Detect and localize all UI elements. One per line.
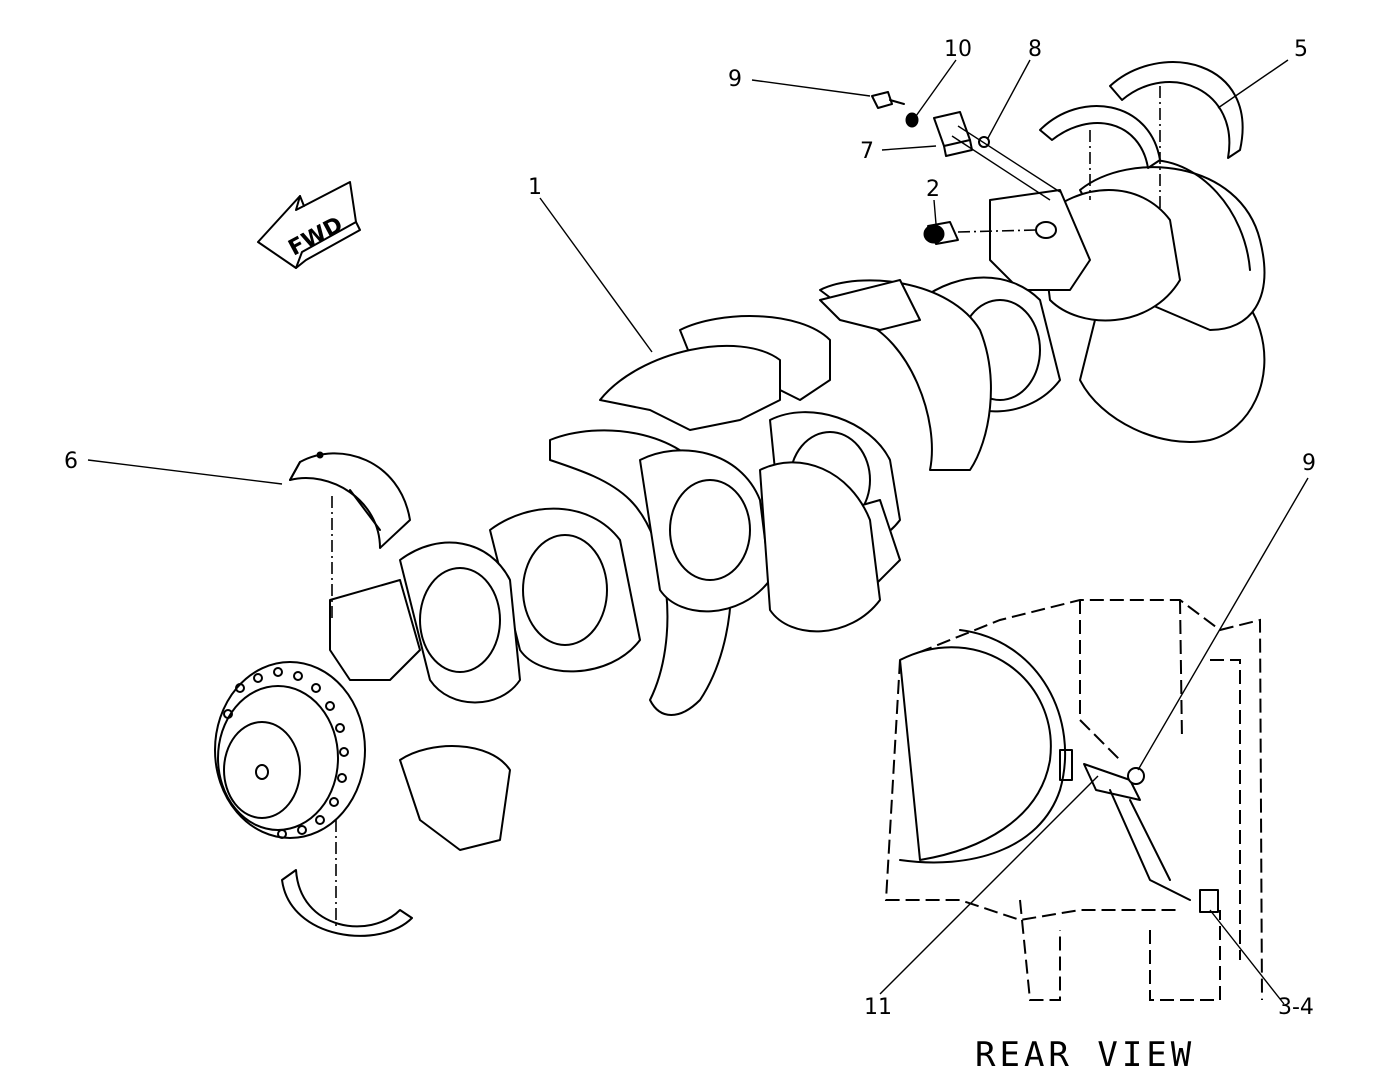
callout-2: 2 [926,177,940,202]
callout-11: 11 [864,995,892,1020]
part-2-plug [923,221,1037,245]
parts-7-8-9-10-assembly [871,91,1061,201]
callout-labels: 1 2 5 6 7 8 9 9 10 11 3-4 [64,37,1316,1020]
callout-8: 8 [1028,37,1042,62]
callout-1: 1 [528,175,542,200]
crankshaft [214,159,1266,851]
fwd-arrow: FWD [257,181,361,269]
callout-6: 6 [64,449,78,474]
flange-bolt-holes [223,667,349,839]
part-5-thrust-washers [1039,61,1244,210]
callout-5: 5 [1294,37,1308,62]
callout-7: 7 [860,139,874,164]
callout-9-upper: 9 [728,67,742,92]
rear-view-label: REAR VIEW [975,1035,1195,1075]
rear-view-inset: REAR VIEW [884,599,1263,1075]
leader-lines [87,59,1309,1005]
callout-9-rear: 9 [1302,451,1316,476]
callout-3-4: 3-4 [1278,995,1314,1020]
callout-10: 10 [944,37,972,62]
part-6-bearing-shells [281,451,413,937]
